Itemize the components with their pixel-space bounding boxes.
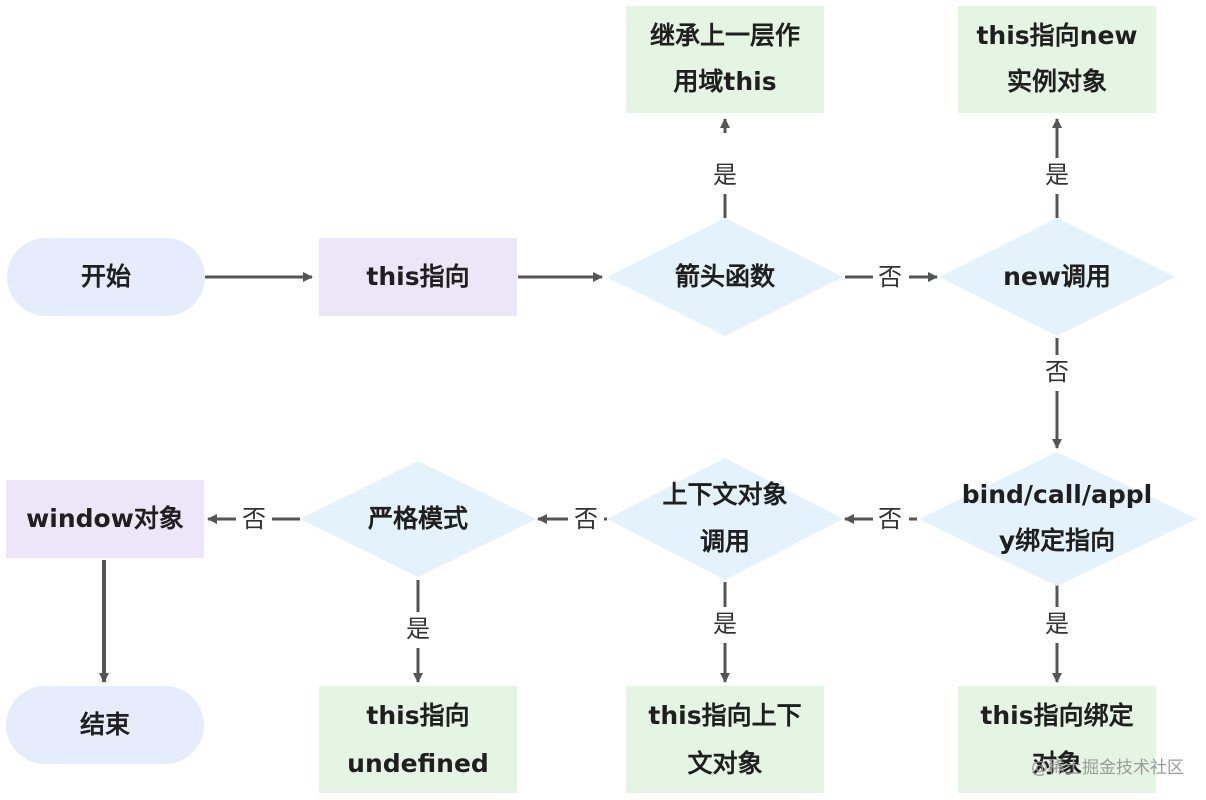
inherit-scope-label-line2: 用域this	[673, 67, 776, 96]
new-call-label: new调用	[1003, 262, 1111, 291]
new-instance-label-line2: 实例对象	[1007, 67, 1107, 96]
edge-label-bg	[568, 502, 604, 536]
inherit-scope-node: 继承上一层作 用域this	[626, 6, 824, 113]
edge-label-bg	[1037, 158, 1077, 194]
edge-label-no-strict-to-window: 否	[242, 505, 266, 533]
arrow-function-decision: 箭头函数	[607, 218, 843, 336]
end-label: 结束	[80, 710, 131, 739]
new-instance-label-line1: this指向new	[976, 21, 1137, 50]
edge-label-no-bind-to-ctx: 否	[878, 505, 902, 533]
edge-label-bg	[705, 158, 745, 194]
edge-label-no-ctx-to-strict: 否	[574, 505, 598, 533]
start-label: 开始	[81, 262, 131, 291]
edge-label-bg	[236, 502, 272, 536]
edge-label-bg	[705, 607, 745, 643]
arrow-function-label: 箭头函数	[675, 262, 776, 291]
edge-label-yes-ctx: 是	[713, 610, 737, 638]
edge-label-bg	[1037, 607, 1077, 643]
window-object-label: window对象	[26, 504, 184, 533]
context-call-label-line2: 调用	[700, 527, 750, 556]
end-node: 结束	[6, 686, 204, 764]
context-call-decision: 上下文对象 调用	[607, 458, 843, 580]
bound-object-label-line2: 对象	[1032, 749, 1082, 778]
edge-label-no-arrow-to-new: 否	[878, 263, 902, 291]
watermark: @稀土掘金技术社区	[1031, 758, 1184, 778]
edge-label-bg	[1037, 355, 1077, 391]
edge-label-yes-bound: 是	[1045, 610, 1069, 638]
new-call-decision: new调用	[939, 218, 1175, 336]
start-node: 开始	[7, 238, 205, 316]
nodes: 开始 this指向 箭头函数 继承上一层作 用域this new调用 this指…	[6, 6, 1197, 793]
this-direction-node: this指向	[319, 238, 517, 316]
undefined-node: this指向 undefined	[319, 686, 517, 793]
context-object-label-line1: this指向上下	[648, 701, 801, 730]
inherit-scope-label-line1: 继承上一层作	[650, 21, 800, 50]
edge-label-yes-undefined: 是	[406, 615, 430, 643]
bind-call-apply-label-line2: y绑定指向	[999, 526, 1115, 555]
edge-label-bg	[398, 612, 438, 648]
undefined-label-line1: this指向	[366, 701, 469, 730]
context-object-node: this指向上下 文对象	[626, 686, 824, 793]
bind-call-apply-label-line1: bind/call/appl	[962, 480, 1152, 509]
window-object-node: window对象	[6, 480, 204, 558]
edge-label-no-new-to-bind: 否	[1045, 358, 1069, 386]
undefined-label-line2: undefined	[347, 749, 489, 778]
strict-mode-label: 严格模式	[368, 504, 468, 533]
edge-label-yes-new-instance: 是	[1045, 161, 1069, 189]
strict-mode-decision: 严格模式	[300, 461, 536, 577]
context-object-label-line2: 文对象	[687, 749, 762, 778]
edges: 是 否 是 否 是 否 是 否 是 否	[99, 118, 1077, 683]
new-instance-node: this指向new 实例对象	[958, 6, 1156, 113]
bound-object-label-line1: this指向绑定	[980, 701, 1133, 730]
bound-object-node: this指向绑定 对象	[958, 686, 1156, 793]
edge-label-yes-inherit: 是	[713, 161, 737, 189]
this-direction-label: this指向	[366, 262, 469, 291]
edge-label-bg	[873, 260, 909, 294]
bind-call-apply-decision: bind/call/appl y绑定指向	[919, 452, 1197, 586]
context-call-label-line1: 上下文对象	[662, 480, 787, 509]
edge-label-bg	[873, 502, 909, 536]
